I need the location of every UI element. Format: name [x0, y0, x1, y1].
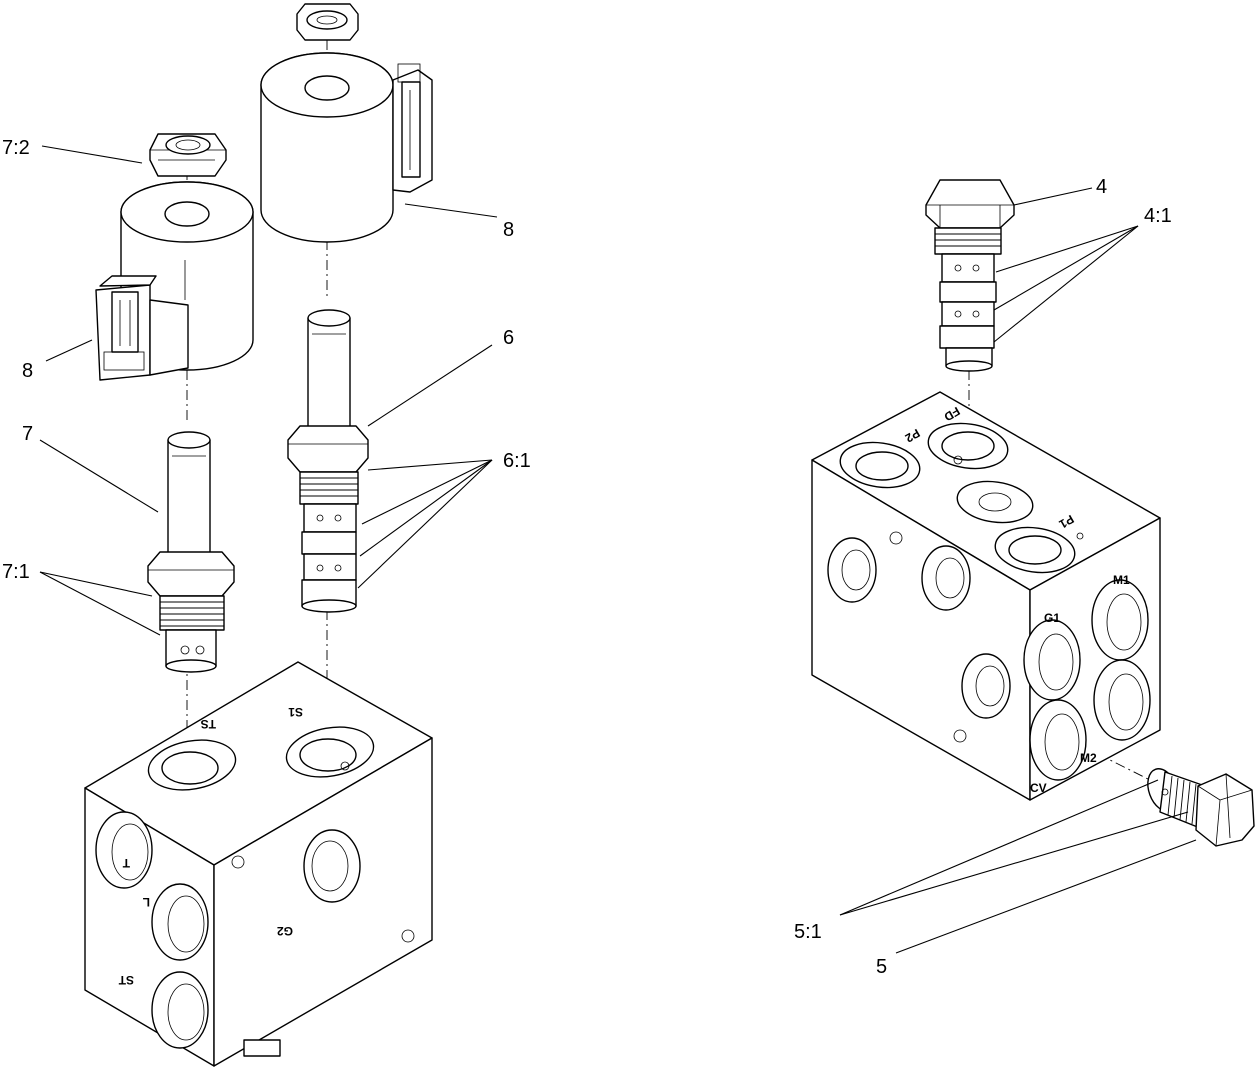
cartridge-valve-7: [147, 431, 235, 673]
leader-lines: [39, 145, 1197, 954]
port-label-cv: CV: [1030, 781, 1047, 795]
callout-8-left: 8: [22, 360, 33, 382]
coil-nut-right: [296, 3, 359, 41]
callout-8-right: 8: [503, 219, 514, 241]
port-label-p1: P1: [1056, 512, 1076, 532]
plug-5: [1147, 768, 1255, 847]
port-label-p2: P2: [902, 426, 922, 446]
callout-7: 7: [22, 423, 33, 445]
port-label-t: T: [122, 856, 130, 870]
solenoid-coil-right: [260, 52, 433, 243]
port-label-s1: S1: [288, 705, 303, 719]
port-label-st: ST: [118, 973, 134, 987]
callout-7-1: 7:1: [2, 561, 30, 583]
port-label-g2: G2: [277, 924, 293, 938]
callout-4: 4: [1096, 176, 1107, 198]
manifold-block-left: TS S1 T L G2 ST: [84, 661, 433, 1067]
port-label-ts: TS: [201, 717, 216, 731]
manifold-block-right: P2 FD P1 M1 G1 M2 CV: [811, 391, 1161, 801]
port-label-g1: G1: [1044, 611, 1060, 625]
relief-cartridge-4: [925, 179, 1015, 372]
port-label-m2: M2: [1080, 751, 1097, 765]
port-label-m1: M1: [1113, 573, 1130, 587]
coil-nut-left: [149, 133, 227, 177]
callout-5: 5: [876, 956, 887, 978]
callout-5-1: 5:1: [794, 921, 822, 943]
callout-4-1: 4:1: [1144, 205, 1172, 227]
solenoid-coil-left: [95, 181, 254, 381]
callout-7-2: 7:2: [2, 137, 30, 159]
cartridge-valve-6: [287, 309, 369, 613]
callout-6: 6: [503, 327, 514, 349]
port-label-l: L: [143, 895, 150, 909]
callout-6-1: 6:1: [503, 450, 531, 472]
